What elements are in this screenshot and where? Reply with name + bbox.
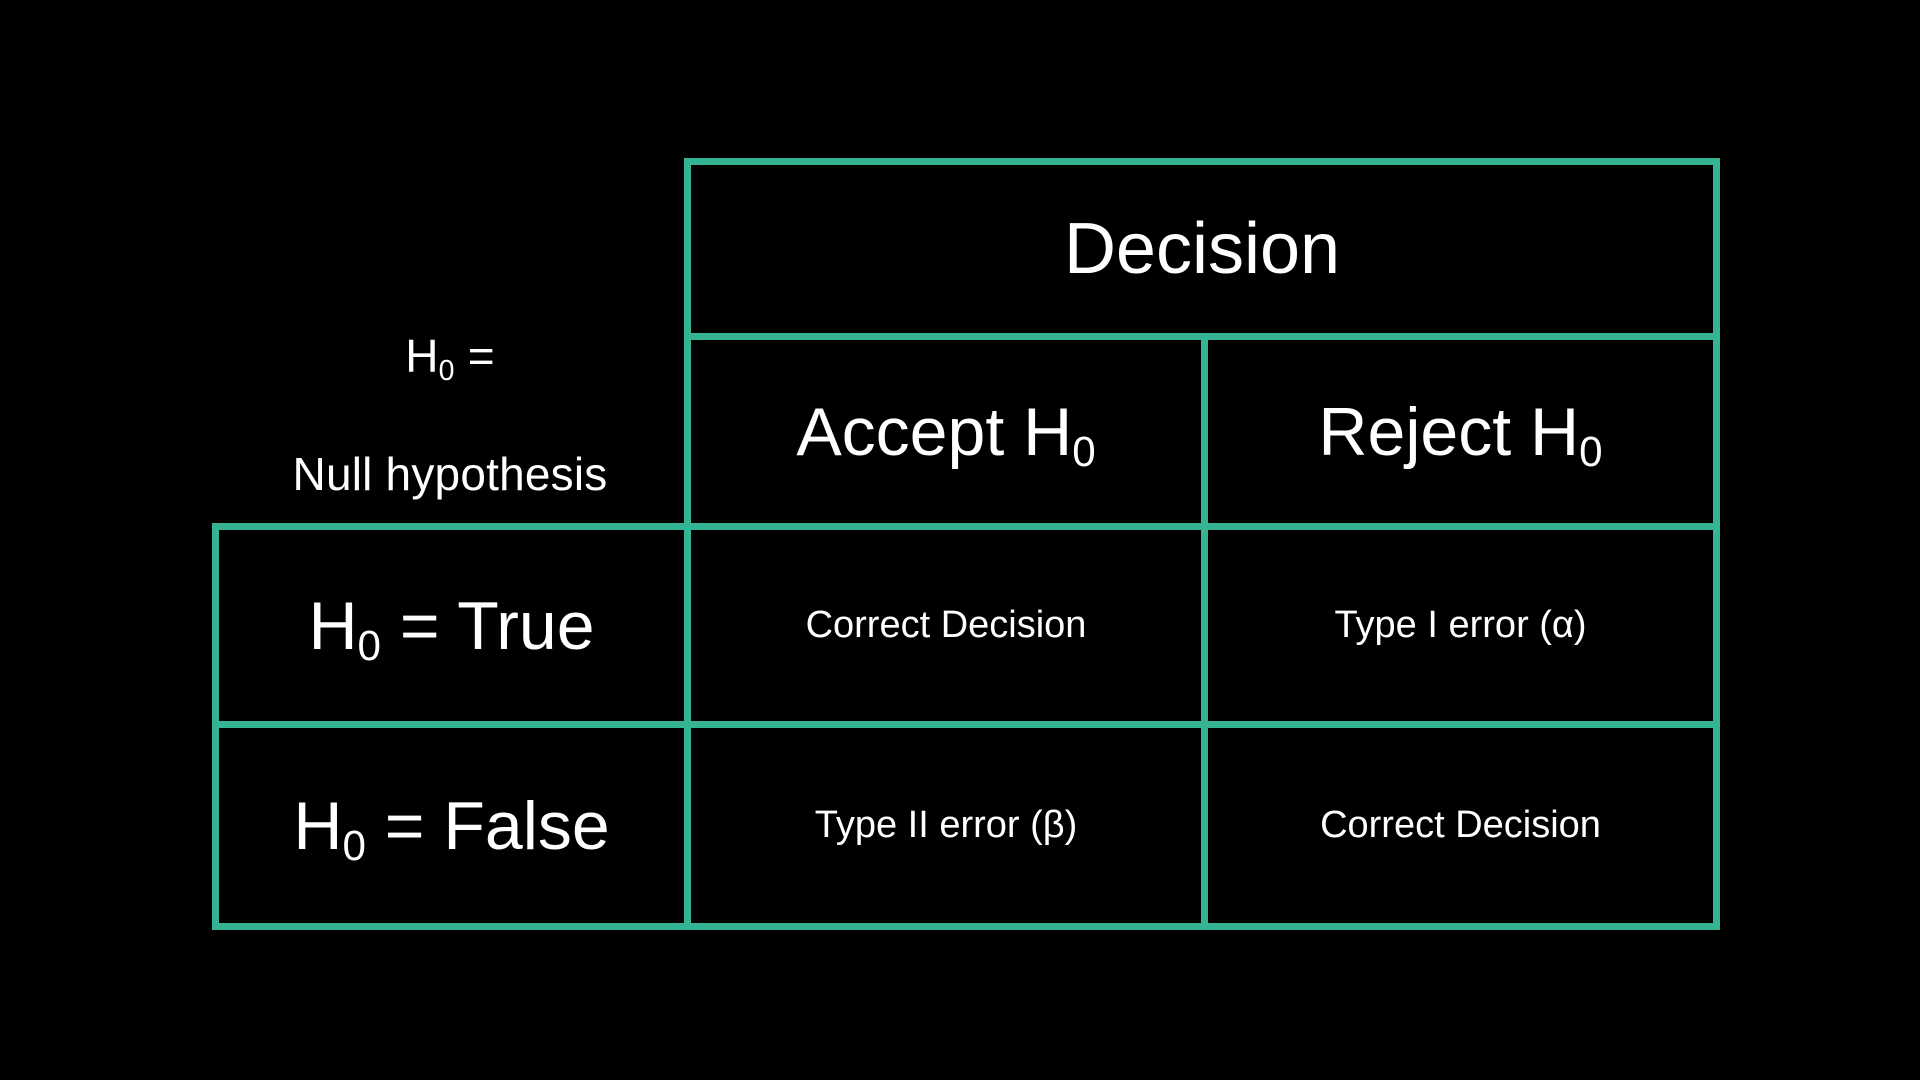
decision-header-label: Decision bbox=[1063, 209, 1341, 289]
null-hypothesis-legend: H0 = Null hypothesis bbox=[230, 268, 670, 562]
cell-false-reject-label: Correct Decision bbox=[1320, 804, 1601, 846]
row-header-h0-false-label: H0 = False bbox=[293, 787, 610, 870]
cell-false-reject: Correct Decision bbox=[1201, 721, 1720, 930]
decision-header-cell: Decision bbox=[684, 158, 1720, 340]
legend-line-symbol: H0 = bbox=[405, 329, 495, 387]
cell-true-reject-label: Type I error (α) bbox=[1334, 604, 1587, 646]
cell-true-accept: Correct Decision bbox=[684, 523, 1208, 728]
row-header-h0-true: H0 = True bbox=[212, 523, 691, 728]
column-header-reject-label: Reject H0 bbox=[1318, 393, 1603, 476]
row-header-h0-true-label: H0 = True bbox=[308, 587, 595, 670]
hypothesis-decision-matrix: Decision Accept H0 Reject H0 H0 = True H… bbox=[212, 158, 1720, 930]
row-header-h0-false: H0 = False bbox=[212, 721, 691, 930]
cell-false-accept: Type II error (β) bbox=[684, 721, 1208, 930]
column-header-accept-label: Accept H0 bbox=[796, 393, 1096, 476]
cell-false-accept-label: Type II error (β) bbox=[814, 804, 1078, 846]
column-header-accept: Accept H0 bbox=[684, 333, 1208, 530]
column-header-reject: Reject H0 bbox=[1201, 333, 1720, 530]
cell-true-reject: Type I error (α) bbox=[1201, 523, 1720, 728]
legend-line-meaning: Null hypothesis bbox=[292, 447, 608, 500]
cell-true-accept-label: Correct Decision bbox=[805, 604, 1087, 646]
